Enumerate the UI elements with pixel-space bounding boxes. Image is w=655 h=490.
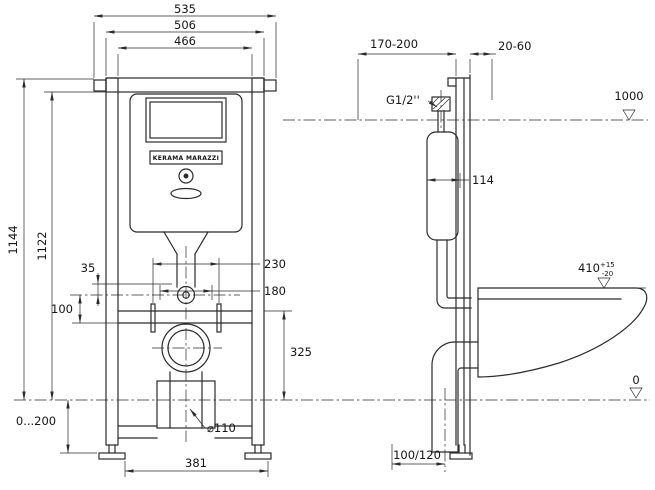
brand-logo-dot <box>183 173 189 179</box>
dim-label-1144: 1144 <box>6 225 20 254</box>
dim-label-325: 325 <box>290 345 312 359</box>
top-bracket <box>447 77 471 87</box>
flush-funnel <box>163 231 209 255</box>
dim-label-foot-adjust: 0...200 <box>16 414 56 428</box>
level-label-1000: 1000 <box>614 89 643 103</box>
fixing-stud-right <box>216 303 222 333</box>
dim-label-wall-thickness: 20-60 <box>498 39 531 53</box>
dim-label-180: 180 <box>264 284 286 298</box>
left-rail <box>105 77 119 446</box>
dim-label-535: 535 <box>174 2 196 16</box>
access-panel-inner <box>149 101 223 139</box>
top-crossbar <box>105 77 265 93</box>
brand-label: KERAMA MARAZZI <box>153 155 219 162</box>
front-view: KERAMA MARAZZI <box>6 2 312 477</box>
flush-pipe <box>176 253 196 288</box>
right-rail <box>251 77 265 446</box>
toilet-bowl-profile <box>477 287 648 378</box>
foot-plate-right <box>244 452 272 460</box>
brand-logo-icon <box>178 168 194 184</box>
cistern-side <box>426 131 459 241</box>
dim-label-381: 381 <box>185 456 207 470</box>
access-panel-outer <box>145 97 227 143</box>
right-wall-bracket <box>263 79 277 92</box>
brand-plate <box>149 150 223 165</box>
left-wall-bracket <box>93 79 107 92</box>
dim-label-35: 35 <box>81 261 96 275</box>
side-foot-plate <box>449 452 473 460</box>
flush-button-outline <box>170 187 202 200</box>
dim-label-1122: 1122 <box>35 231 49 260</box>
dim-label-depth: 170-200 <box>370 37 418 51</box>
label-water-connection: G1/2'' <box>386 93 420 107</box>
dim-label-drain-offset: 100/120 <box>393 448 441 462</box>
dim-label-230: 230 <box>264 257 286 271</box>
drain-elbow <box>431 341 479 453</box>
valve-hatching <box>431 96 450 112</box>
level-label-410: 410+15-20 <box>578 261 615 278</box>
valve-stem <box>437 110 445 133</box>
side-view: 170-200 20-60 G1/2'' 1000 114 410+15-20 … <box>283 37 648 472</box>
bottom-crossbar <box>117 425 253 439</box>
cistern-body <box>129 93 243 233</box>
flush-pipe-side <box>436 239 472 309</box>
foot-legs <box>108 444 262 454</box>
level-label-0: 0 <box>632 373 639 387</box>
side-dimensions: 170-200 20-60 G1/2'' 1000 114 410+15-20 … <box>357 37 644 470</box>
dim-label-466: 466 <box>174 34 196 48</box>
front-dimensions: 535 506 466 1144 1122 230 180 35 <box>6 2 312 477</box>
fixing-stud-left <box>150 303 156 333</box>
side-foot-legs <box>458 444 466 454</box>
frame-profile <box>455 74 471 456</box>
dim-label-506: 506 <box>174 18 196 32</box>
dim-label-100: 100 <box>51 302 73 316</box>
dim-label-114: 114 <box>472 173 494 187</box>
mounting-rail <box>117 310 253 324</box>
foot-plate-left <box>98 452 126 460</box>
dim-label-drain-diameter: ⌀110 <box>207 421 236 435</box>
